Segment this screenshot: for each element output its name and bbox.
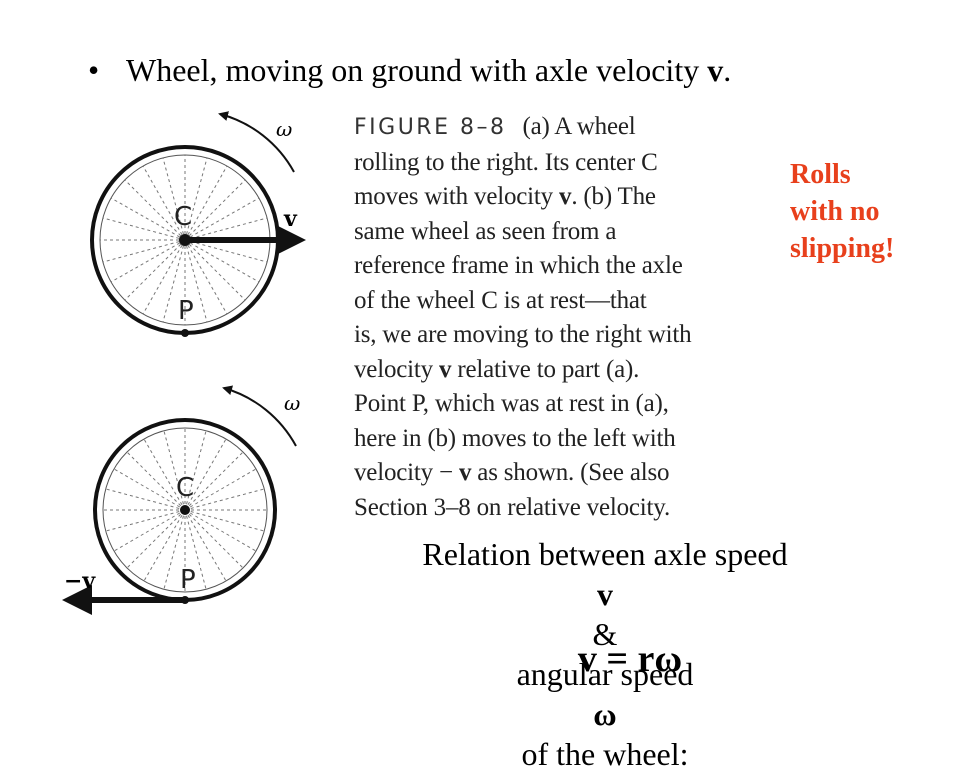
relation-line-1-post: & (592, 616, 618, 652)
caption-line-5: reference frame in which the axle (354, 252, 683, 279)
caption-line-9: Point P, which was at rest in (a), (354, 390, 669, 417)
upper-wheel-spokes (100, 155, 270, 325)
relation-line-1: Relation between axle speed v & (340, 534, 870, 654)
caption-line-7: is, we are moving to the right with (354, 321, 692, 348)
relation-line-2-post: of the wheel: (521, 736, 689, 772)
figure-label: FIGURE 8–8 (354, 115, 507, 140)
caption-line-3: moves with velocity v. (b) The (354, 180, 774, 215)
caption-line-11-pre: velocity − (354, 459, 459, 486)
caption-line-8-pre: velocity (354, 355, 439, 383)
upper-contact-point (181, 329, 189, 337)
lower-contact-point (181, 596, 189, 604)
lower-axle-hub (180, 505, 190, 515)
note-line-2: with no (790, 196, 880, 227)
lower-wheel: ω C −v P (62, 385, 300, 615)
lower-omega-label: ω (284, 391, 300, 415)
bullet-point: • Wheel, moving on ground with axle veloc… (88, 50, 731, 90)
figure-caption: FIGURE 8–8 (a) A wheel rolling to the rig… (354, 110, 774, 525)
lower-minus-v-label: −v (64, 568, 96, 594)
upper-c-label: C (174, 202, 192, 232)
caption-line-3-pre: moves with velocity (354, 183, 559, 210)
caption-line-8: velocity v relative to part (a). (354, 353, 774, 388)
rolls-no-slipping-note: Rolls with no slipping! (790, 156, 894, 267)
lower-wheel-spokes (103, 428, 267, 592)
upper-omega-label: ω (276, 117, 292, 141)
caption-line-4: same wheel as seen from a (354, 217, 617, 245)
caption-line-8-bold: v (438, 355, 452, 383)
note-line-1: Rolls (790, 159, 851, 190)
caption-line-3-post: . (b) The (571, 183, 656, 210)
caption-line-8-post: relative to part (a). (451, 355, 640, 383)
caption-line-3-bold: v (559, 183, 572, 210)
caption-line-2: rolling to the right. Its center C (354, 148, 658, 176)
caption-line-1-text: (a) A wheel (522, 113, 636, 140)
relation-line-2-bold: ω (593, 696, 617, 732)
bullet-bold-v: v (707, 52, 724, 88)
relation-line-1-bold: v (597, 576, 613, 612)
bullet-text: Wheel, moving on ground with axle veloci… (126, 52, 708, 88)
relation-line-2-pre: angular speed (516, 656, 694, 692)
lower-c-label: C (176, 473, 194, 503)
lower-p-label: P (180, 565, 196, 595)
caption-line-11-bold: v (458, 459, 472, 486)
bullet-marker: • (88, 52, 100, 88)
caption-line-11-post: as shown. (See also (471, 459, 670, 486)
upper-rotation-arrow (218, 111, 295, 173)
note-line-3: slipping! (790, 233, 895, 264)
upper-v-label: v (283, 206, 298, 232)
caption-line-12: Section 3–8 on relative velocity. (354, 493, 670, 521)
caption-line-1: FIGURE 8–8 (a) A wheel (354, 110, 774, 146)
wheel-figure: ω C v P (62, 111, 306, 615)
caption-line-6: of the wheel C is at rest—that (354, 286, 647, 314)
velocity-formula: v = rω (577, 638, 683, 680)
caption-line-11: velocity − v as shown. (See also (354, 456, 774, 491)
lower-rotation-arrow (222, 385, 297, 447)
upper-p-label: P (178, 296, 194, 326)
upper-wheel: ω C v P (90, 111, 306, 337)
relation-line-1-pre: Relation between axle speed (422, 536, 788, 572)
bullet-end: . (723, 52, 732, 88)
caption-line-10: here in (b) moves to the left with (354, 424, 676, 452)
